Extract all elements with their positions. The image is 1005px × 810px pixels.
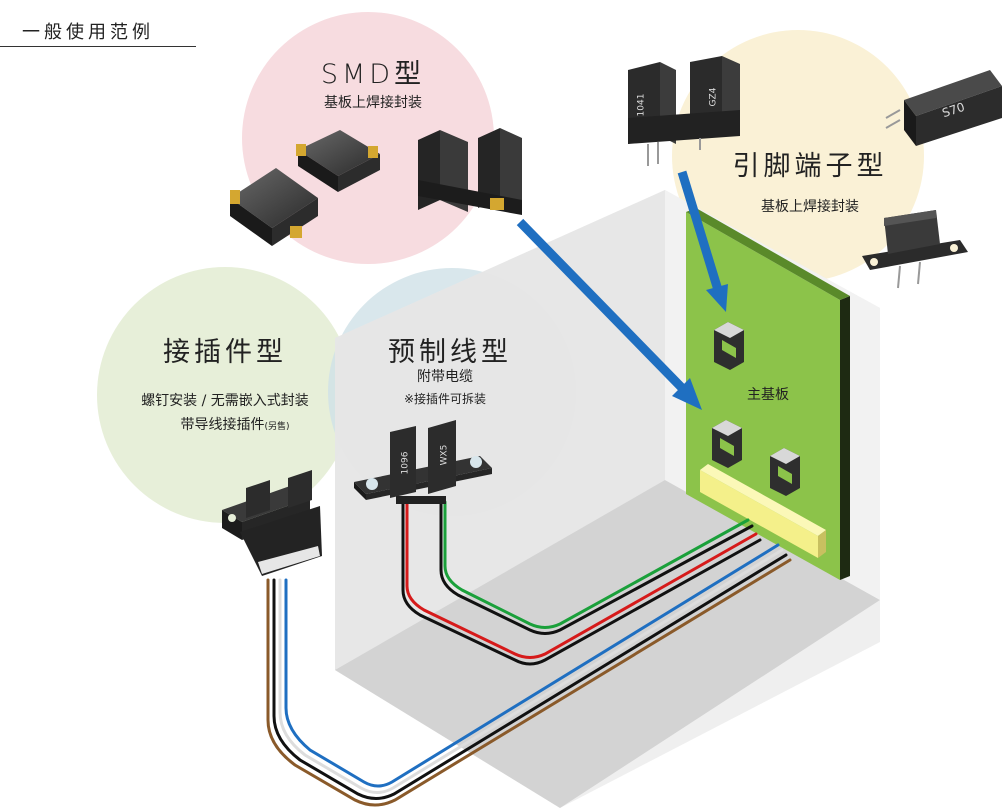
main-board-label: 主基板 [747, 387, 789, 403]
connector-sub2: 带导线接插件(另售) [150, 414, 320, 434]
connector-type-sensor [222, 470, 322, 576]
connector-sub1: 螺钉安装 / 无需嵌入式封装 [141, 393, 309, 409]
board-connector [700, 464, 826, 558]
pin-sensor-s70 [885, 70, 1002, 146]
board-component-2 [712, 420, 742, 468]
precut-sensor [354, 420, 492, 504]
part-label-wx5: WX5 [439, 444, 450, 466]
smd-subtitle: 基板上焊接封装 [324, 95, 422, 111]
pin-subtitle: 基板上焊接封装 [761, 199, 859, 215]
section-header: 一般使用范例 [0, 12, 196, 47]
arrow-pin-to-board [677, 170, 728, 312]
connector-sub2-text: 带导线接插件 [180, 417, 265, 433]
section-title: 一般使用范例 [22, 22, 154, 43]
connector-bubble [97, 267, 353, 523]
connector-title: 接插件型 [163, 337, 287, 368]
pin-sensor-flange [862, 210, 968, 289]
part-label-gz4: GZ4 [708, 87, 719, 107]
precut-title: 预制线型 [388, 337, 512, 368]
part-label-1096: 1096 [400, 451, 411, 475]
precut-sub2: ※接插件可拆装 [403, 392, 487, 406]
connector-wires [266, 543, 792, 807]
precut-wires [401, 500, 762, 666]
pin-title: 引脚端子型 [732, 151, 888, 182]
board-component-3 [770, 448, 800, 496]
board-component-1 [714, 322, 744, 370]
smd-chip-2 [296, 130, 380, 192]
connector-note: (另售) [264, 422, 290, 432]
smd-title: SMD型 [320, 59, 426, 90]
precut-sub1: 附带电缆 [417, 369, 473, 385]
smd-chip-1 [230, 168, 318, 246]
arrow-smd-to-board [516, 218, 702, 410]
pin-sensor-1041 [628, 56, 740, 166]
smd-slot-sensor [418, 128, 522, 215]
part-label-1041: 1041 [636, 93, 647, 117]
